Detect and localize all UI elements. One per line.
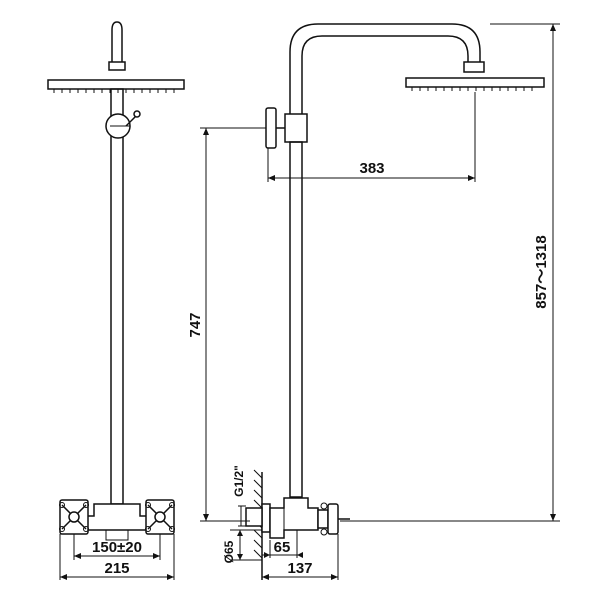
- side-valve-body: [269, 497, 319, 539]
- side-diverter-block: [284, 113, 308, 143]
- dim-flange-diameter-label: Ø65: [222, 540, 236, 563]
- dim-valve-height-label: 747: [187, 312, 204, 337]
- dim-arm-reach-label: 383: [359, 160, 384, 177]
- side-shower-arm-inner: [301, 35, 469, 118]
- side-thread-stub: [245, 507, 263, 527]
- dim-arm-reach: 383: [267, 92, 476, 182]
- dim-thread-label: G1/2": [232, 465, 246, 497]
- front-left-cross-handle: [59, 499, 89, 535]
- side-cross-handle: [317, 502, 350, 536]
- front-riser-pipe: [110, 88, 124, 505]
- dim-total-height-label: 857～1318: [533, 235, 550, 308]
- side-shower-arm-outer: [289, 23, 481, 118]
- dim-wall-offset-label: 137: [287, 560, 312, 577]
- side-diverter-knob: [265, 107, 277, 149]
- front-mixer-body: [83, 503, 151, 531]
- dim-valve-depth-label: 65: [274, 539, 291, 556]
- dim-center-distance: 150±20: [73, 534, 161, 560]
- front-right-cross-handle: [145, 499, 175, 535]
- front-shower-neck: [111, 21, 123, 62]
- side-wall-flange: [261, 503, 271, 533]
- dim-total-height: 857～1318: [340, 23, 560, 522]
- front-view: 150±20 215: [47, 21, 185, 580]
- dim-valve-depth: 65: [262, 530, 303, 558]
- dim-overall-width: 215: [59, 534, 175, 580]
- dim-center-distance-label: 150±20: [92, 539, 142, 556]
- side-view: 383 857～1318 747 G1/2": [187, 23, 560, 580]
- dim-wall-offset: 137: [261, 534, 339, 580]
- dim-flange-diameter: Ø65: [222, 529, 262, 563]
- side-riser-pipe: [289, 141, 303, 498]
- front-shower-connector: [108, 61, 126, 71]
- front-shower-nozzles: [53, 89, 175, 93]
- dim-overall-width-label: 215: [104, 560, 129, 577]
- dim-valve-height: 747: [187, 127, 266, 522]
- dim-thread: G1/2": [232, 465, 246, 527]
- side-shower-head: [405, 77, 545, 88]
- side-shower-nozzles: [411, 87, 533, 91]
- front-shower-head: [47, 79, 185, 90]
- side-shower-connector: [463, 61, 485, 73]
- front-diverter-lever-tip: [133, 110, 141, 118]
